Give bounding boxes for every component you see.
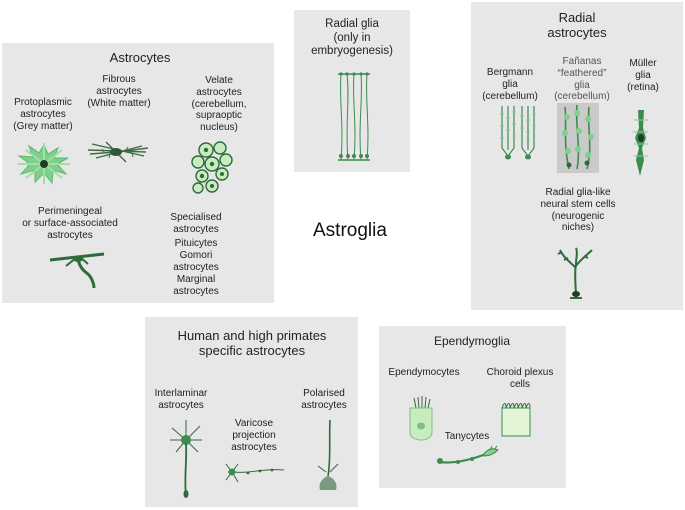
velate-label: Velate astrocytes (cerebellum, supraopti… bbox=[191, 75, 247, 134]
choroid-plexus-cell-icon bbox=[501, 403, 531, 437]
specialised-label: Specialised astrocytes bbox=[170, 212, 222, 235]
bergmann-glia-icon bbox=[500, 106, 536, 160]
radial-astrocytes-title: Radial astrocytes bbox=[547, 10, 607, 41]
radial-glia-title: Radial glia (only in embryogenesis) bbox=[311, 18, 393, 58]
radial-glia-panel bbox=[294, 10, 410, 172]
pituicytes-label: Pituicytes bbox=[174, 238, 218, 249]
gomori-label: Gomori astrocytes bbox=[173, 250, 219, 273]
center-title: Astroglia bbox=[313, 220, 387, 241]
fibrous-label: Fibrous astrocytes (White matter) bbox=[87, 74, 151, 109]
radial-glia-icon bbox=[338, 72, 370, 161]
protoplasmic-label: Protoplasmic astrocytes (Grey matter) bbox=[13, 97, 73, 132]
fananas-label: Fañanas “feathered” glia (cerebellum) bbox=[554, 56, 610, 103]
ependymoglia-title: Ependymoglia bbox=[433, 334, 511, 348]
ependymocytes-label: Ependymocytes bbox=[388, 367, 460, 378]
polarised-label: Polarised astrocytes bbox=[301, 388, 347, 411]
radial-glia-like-label: Radial glia-like neural stem cells (neur… bbox=[540, 187, 616, 234]
interlaminar-label: Interlaminar astrocytes bbox=[154, 388, 208, 411]
ependymoglia-panel bbox=[379, 326, 566, 488]
varicose-label: Varicose projection astrocytes bbox=[231, 418, 277, 453]
choroid-plexus-label: Choroid plexus cells bbox=[486, 367, 554, 390]
polarised-astrocyte-icon bbox=[317, 419, 339, 490]
tanycytes-label: Tanycytes bbox=[444, 431, 490, 442]
perimeningeal-astrocyte-icon bbox=[49, 252, 105, 289]
primates-title: Human and high primates specific astrocy… bbox=[177, 328, 327, 359]
protoplasmic-astrocyte-icon bbox=[17, 143, 70, 185]
varicose-projection-astrocyte-icon bbox=[225, 463, 285, 483]
tanycyte-icon bbox=[437, 445, 499, 464]
primates-panel bbox=[145, 317, 358, 507]
muller-label: Müller glia (retina) bbox=[627, 58, 659, 93]
velate-astrocyte-icon bbox=[191, 141, 233, 194]
ependymocyte-icon bbox=[409, 396, 433, 441]
muller-glia-icon bbox=[633, 110, 648, 176]
marginal-label: Marginal astrocytes bbox=[173, 274, 219, 297]
astrocytes-title: Astrocytes bbox=[109, 50, 171, 65]
interlaminar-astrocyte-icon bbox=[170, 420, 202, 498]
fananas-glia-icon bbox=[557, 103, 599, 173]
radial-glia-like-stem-cell-icon bbox=[557, 247, 593, 299]
bergmann-label: Bergmann glia (cerebellum) bbox=[482, 67, 538, 102]
fibrous-astrocyte-icon bbox=[87, 141, 149, 163]
perimeningeal-label: Perimeningeal or surface-associated astr… bbox=[22, 206, 118, 241]
